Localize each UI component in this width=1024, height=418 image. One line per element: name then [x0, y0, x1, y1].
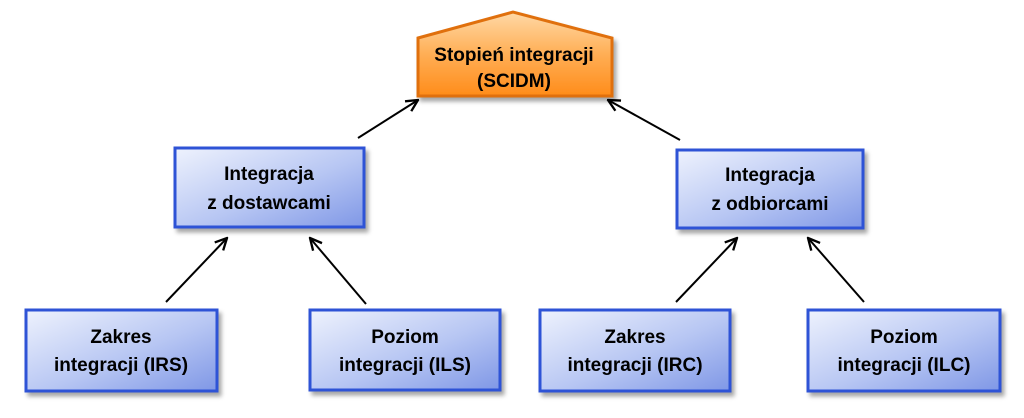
arrow-leaf2-to-left-mid: [310, 238, 367, 305]
leaf-node-ils: [308, 308, 502, 392]
leaf-node-irc: [538, 308, 732, 393]
left-mid-label-line1: Integracja: [224, 164, 314, 185]
leaf-ils-label-line1: Poziom: [371, 327, 439, 348]
right-mid-node: [675, 148, 865, 230]
leaf-irc-label-line1: Zakres: [604, 327, 665, 348]
arrow-left-mid-to-root: [357, 100, 418, 139]
leaf-irs-label-line1: Zakres: [90, 327, 151, 348]
leaf-node-ilc: [806, 308, 1002, 393]
leaf-irc-label-line2: integracji (IRC): [567, 355, 702, 376]
left-mid-label-line2: z dostawcami: [207, 193, 331, 214]
root-node: [416, 10, 614, 98]
arrows: [165, 100, 865, 305]
right-mid-label-line2: z odbiorcami: [711, 194, 828, 215]
arrow-leaf3-to-right-mid: [675, 238, 737, 303]
root-label-line2: (SCIDM): [477, 71, 551, 92]
leaf-ilc-label-line1: Poziom: [870, 327, 938, 348]
arrow-leaf4-to-right-mid: [808, 238, 865, 303]
leaf-irs-label-line2: integracji (IRS): [54, 355, 188, 376]
right-mid-label-line1: Integracja: [725, 165, 815, 186]
leaf-ils-label-line2: integracji (ILS): [339, 355, 471, 376]
leaf-ilc-label-line2: integracji (ILC): [837, 355, 970, 376]
root-label-line1: Stopień integracji: [434, 45, 593, 66]
arrow-right-mid-to-root: [608, 100, 681, 141]
leaf-node-irs: [24, 308, 219, 393]
left-mid-node: [173, 146, 366, 229]
arrow-leaf1-to-left-mid: [165, 238, 227, 303]
